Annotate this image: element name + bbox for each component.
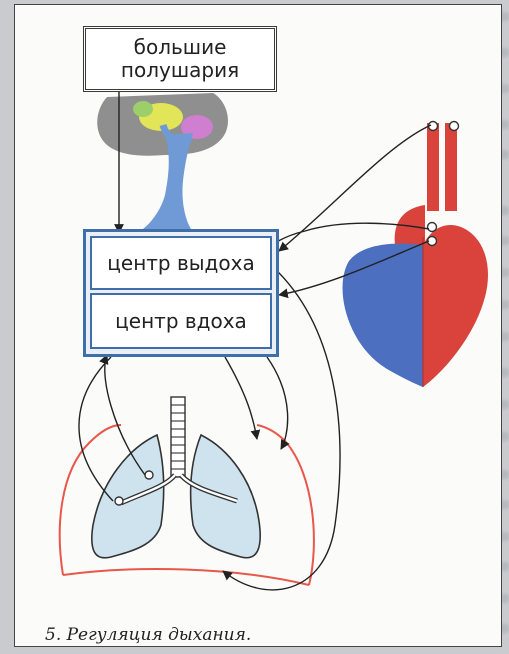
figure-panel: большие полушария центр выдоха центр вдо… [14, 4, 502, 647]
heart-illustration [343, 123, 488, 387]
inhale-center-text: центр вдоха [115, 310, 247, 333]
figure-caption: 5. Регуляция дыхания. [45, 625, 251, 645]
inhale-center-label: центр вдоха [90, 293, 272, 349]
hemispheres-label: большие полушария [83, 26, 277, 92]
brain-illustration [97, 93, 228, 156]
exhale-center-label: центр выдоха [90, 236, 272, 290]
hemispheres-text: большие полушария [121, 36, 239, 82]
lungs-illustration [92, 397, 260, 558]
exhale-center-text: центр выдоха [107, 252, 254, 275]
